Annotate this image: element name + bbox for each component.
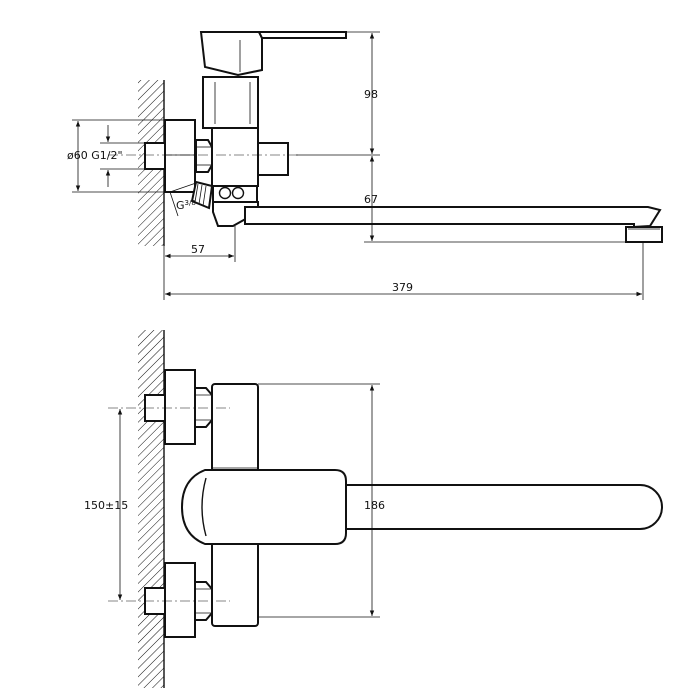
dim-57-label: 57 [191,243,205,256]
side-view-eccentric [144,119,196,193]
front-view-eccentric-upper [144,369,213,445]
dim-150: 150±15 [84,409,128,600]
dim-67: 67 [364,156,628,243]
dim-150-label: 150±15 [84,499,128,512]
side-view: G3/8 ø60 G1/2" 98 [67,31,663,300]
front-view-lever [180,469,347,545]
side-view-shower-outlet [169,180,214,217]
dim-98-label: 98 [364,88,378,101]
dim-379-label: 379 [392,281,413,294]
dim-connection: ø60 G1/2" [67,119,165,193]
dim-379: 379 [165,242,644,300]
dim-186-label: 186 [364,499,385,512]
side-view-lever [199,31,347,77]
side-view-spout [244,206,663,243]
dim-98: 98 [296,31,380,156]
dim-connection-label: ø60 G1/2" [67,149,123,162]
g-thread-label: G3/8 [176,199,196,212]
dim-67-label: 67 [364,193,378,206]
front-view-spout [299,484,663,530]
front-view: 150±15 186 [84,330,663,688]
side-view-body [202,76,289,187]
dim-186: 186 [258,383,385,618]
side-view-nut [195,139,213,173]
dim-57: 57 [163,226,236,300]
front-view-wall [138,330,165,688]
